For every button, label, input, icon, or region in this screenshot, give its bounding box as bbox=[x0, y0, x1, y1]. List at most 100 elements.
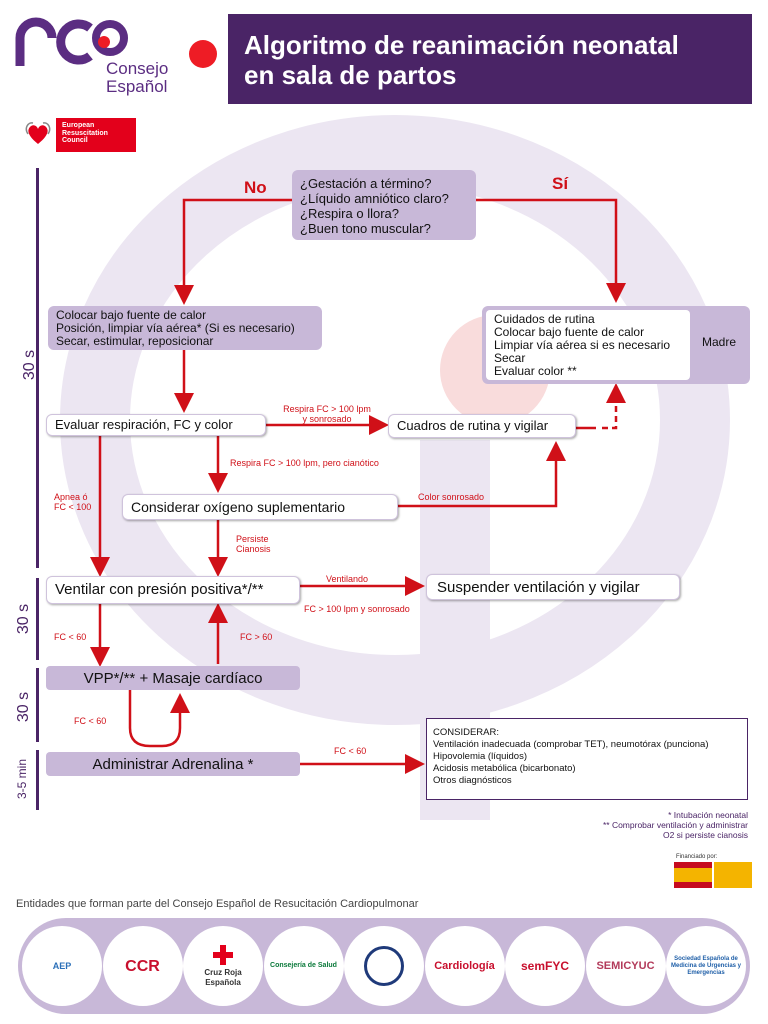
erc-line1: European bbox=[62, 122, 95, 129]
logo-aep: AEP bbox=[22, 926, 102, 1006]
logo-semes-text: Sociedad Española de Medicina de Urgenci… bbox=[670, 955, 742, 976]
label-fc-lt60-c: FC < 60 bbox=[334, 746, 367, 756]
erc-heart-icon bbox=[25, 122, 51, 144]
logo-seal bbox=[344, 926, 424, 1006]
title-line1: Algoritmo de reanimación neonatal bbox=[244, 30, 679, 60]
evaluate-label: Evaluar respiración, FC y color bbox=[55, 417, 233, 432]
mother-label: Madre bbox=[702, 335, 737, 349]
ministry-badge-icon bbox=[714, 862, 752, 888]
logo-cardiologia-text: Cardiología bbox=[434, 960, 495, 972]
financed-label: Financiado por: bbox=[676, 854, 718, 860]
consider-heading: CONSIDERAR: bbox=[433, 727, 499, 738]
adrenaline-label: Administrar Adrenalina * bbox=[92, 756, 254, 773]
time-bar-4 bbox=[36, 750, 39, 810]
logo-semfyc-text: semFYC bbox=[520, 959, 570, 973]
erc-logo: European Resuscitation Council bbox=[56, 118, 136, 152]
label-persists-2: Cianosis bbox=[236, 544, 271, 554]
initial-step-1: Colocar bajo fuente de calor bbox=[56, 308, 207, 322]
erc-line2: Resuscitation bbox=[62, 129, 108, 137]
routine-care-3: Limpiar vía aérea si es necesario bbox=[494, 338, 671, 352]
logo-junta: Consejería de Salud bbox=[263, 926, 344, 1006]
arrow-vpp-loop bbox=[128, 690, 190, 748]
logo-text-line1: Consejo bbox=[106, 59, 169, 78]
title-line2: en sala de partos bbox=[244, 60, 457, 90]
logo-cruz-roja: Cruz Roja Española bbox=[183, 926, 263, 1006]
logo-cardiologia: Cardiología bbox=[424, 926, 505, 1006]
logo-text-line2: Español bbox=[106, 77, 168, 96]
label-pink: Color sonrosado bbox=[418, 492, 485, 502]
label-cyanotic: Respira FC > 100 lpm, pero cianótico bbox=[230, 458, 379, 468]
page-title: Algoritmo de reanimación neonatal en sal… bbox=[228, 14, 752, 104]
adrenaline-box: Administrar Adrenalina * bbox=[46, 752, 300, 776]
footer-caption: Entidades que forman parte del Consejo E… bbox=[16, 898, 419, 910]
consider-item-1: Ventilación inadecuada (comprobar TET), … bbox=[433, 739, 709, 750]
arrow-no bbox=[174, 198, 294, 305]
footnotes: * Intubación neonatal ** Comprobar venti… bbox=[540, 810, 748, 840]
label-resp-ok-2: y sonrosado bbox=[302, 414, 352, 424]
ventilate-label: Ventilar con presión positiva*/** bbox=[55, 581, 264, 598]
label-fc-lt60-b: FC < 60 bbox=[74, 716, 107, 726]
erc-line3: Council bbox=[62, 137, 88, 144]
label-apnea-2: FC < 100 bbox=[54, 502, 92, 512]
logo-semicyuc: SEMICYUC bbox=[585, 926, 666, 1006]
initial-step-3: Secar, estimular, reposicionar bbox=[56, 334, 214, 348]
initial-steps-box: Colocar bajo fuente de calor Posición, l… bbox=[48, 306, 322, 350]
routine-care-1: Cuidados de rutina bbox=[494, 312, 595, 326]
label-apnea-1: Apnea ó bbox=[54, 492, 88, 502]
label-fc-lt60-a: FC < 60 bbox=[54, 632, 87, 642]
arrow-oxygen-to-watch bbox=[398, 441, 566, 508]
label-fc-gt60: FC > 60 bbox=[240, 632, 273, 642]
spain-flag-icon bbox=[674, 862, 712, 888]
question-3: ¿Respira o llora? bbox=[300, 206, 399, 221]
label-fc-pink: FC > 100 lpm y sonrosado bbox=[304, 604, 410, 614]
question-4: ¿Buen tono muscular? bbox=[300, 221, 431, 236]
logo-cruz-roja-text: Cruz Roja Española bbox=[204, 967, 242, 987]
routine-care-4: Secar bbox=[494, 351, 526, 365]
decision-box: ¿Gestación a término? ¿Líquido amniótico… bbox=[292, 170, 476, 240]
consider-item-3: Acidosis metabólica (bicarbonato) bbox=[433, 763, 576, 774]
time-bar-3 bbox=[36, 668, 39, 742]
question-1: ¿Gestación a término? bbox=[300, 176, 432, 191]
logo-text: Consejo Español bbox=[106, 60, 168, 96]
label-apnea: Apnea ó FC < 100 bbox=[54, 492, 91, 512]
initial-step-2: Posición, limpiar vía aérea* (Si es nece… bbox=[56, 321, 295, 335]
note-1: * Intubación neonatal bbox=[668, 810, 748, 820]
consider-item-4: Otros diagnósticos bbox=[433, 775, 512, 786]
vpp-massage-label: VPP*/** + Masaje cardíaco bbox=[83, 670, 263, 687]
time-bar-2 bbox=[36, 578, 39, 660]
ventilate-box: Ventilar con presión positiva*/** bbox=[46, 576, 300, 604]
rcp-logo-icon bbox=[15, 17, 128, 66]
red-dot-icon bbox=[189, 40, 217, 68]
routine-watch-label: Cuadros de rutina y vigilar bbox=[397, 418, 549, 433]
label-resp-ok-1: Respira FC > 100 lpm bbox=[283, 404, 371, 414]
label-persists-1: Persiste bbox=[236, 534, 269, 544]
routine-care-5: Evaluar color ** bbox=[494, 364, 577, 378]
note-3: O2 si persiste cianosis bbox=[662, 830, 748, 840]
logo-aep-text: AEP bbox=[52, 961, 72, 971]
stop-ventilation-label: Suspender ventilación y vigilar bbox=[437, 579, 640, 596]
label-persists: Persiste Cianosis bbox=[236, 534, 271, 554]
arrow-yes bbox=[474, 198, 626, 303]
yes-label: Sí bbox=[552, 174, 569, 193]
routine-watch-box: Cuadros de rutina y vigilar bbox=[388, 414, 576, 438]
logo-ccr: CCR bbox=[102, 926, 183, 1006]
routine-care-2: Colocar bajo fuente de calor bbox=[494, 325, 645, 339]
logo-semicyuc-text: SEMICYUC bbox=[596, 960, 655, 972]
evaluate-box: Evaluar respiración, FC y color bbox=[46, 414, 266, 436]
note-2: ** Comprobar ventilación y administrar bbox=[602, 820, 748, 830]
stop-ventilation-box: Suspender ventilación y vigilar bbox=[426, 574, 680, 600]
consider-box: CONSIDERAR: Ventilación inadecuada (comp… bbox=[426, 718, 748, 800]
footer-logos: AEP CCR Cruz Roja Española Consejería de… bbox=[22, 926, 746, 1006]
oxygen-label: Considerar oxígeno suplementario bbox=[131, 499, 346, 515]
logo-ccr-text: CCR bbox=[125, 957, 160, 975]
financed-logo bbox=[674, 862, 752, 888]
consider-item-2: Hipovolemia (líquidos) bbox=[433, 751, 527, 762]
question-2: ¿Líquido amniótico claro? bbox=[300, 191, 449, 206]
routine-care-list: Cuidados de rutina Colocar bajo fuente d… bbox=[486, 310, 690, 380]
time-bar-1 bbox=[36, 168, 39, 568]
red-cross-icon bbox=[213, 944, 233, 965]
logo-semfyc: semFYC bbox=[505, 926, 585, 1006]
no-label: No bbox=[244, 178, 267, 197]
logo-junta-text: Consejería de Salud bbox=[270, 962, 337, 969]
